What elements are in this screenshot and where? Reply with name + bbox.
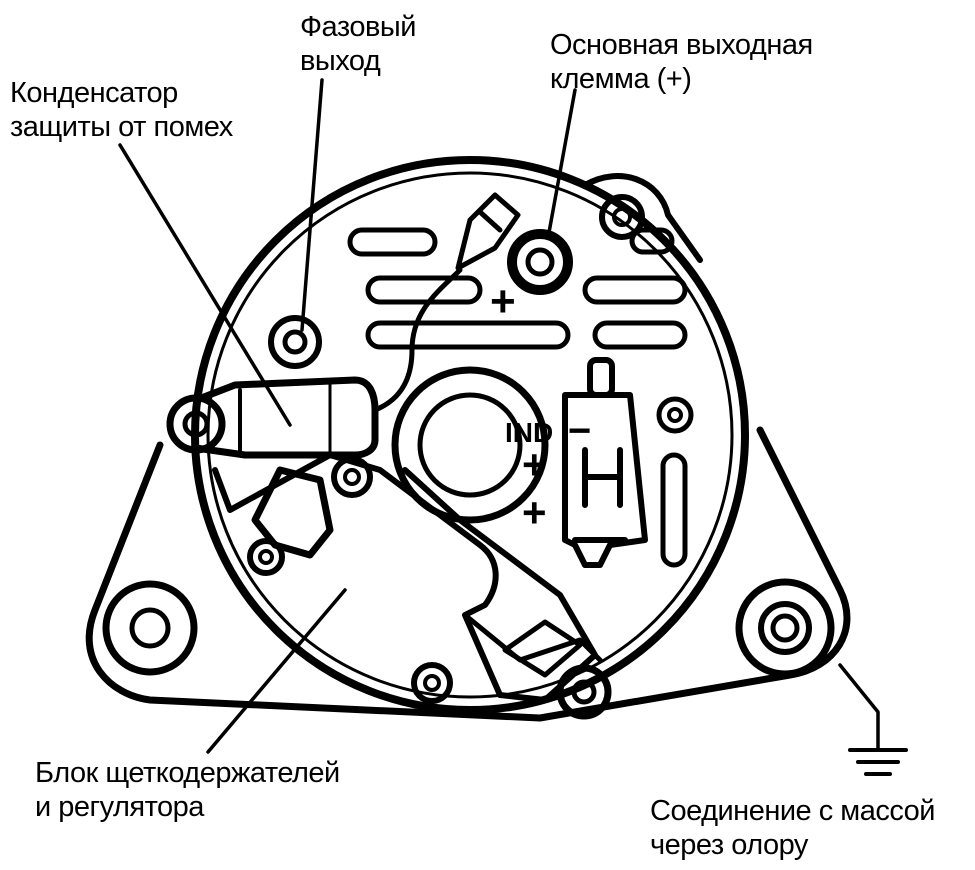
- plus-mark-top: +: [490, 277, 516, 326]
- nut-phase: [268, 315, 322, 369]
- label-brush-block-line1: Блок щеткодержателей: [35, 757, 340, 789]
- label-brush-block: Блок щеткодержателей и регулятора: [35, 756, 340, 824]
- label-ground: Соединение с массой через олору: [650, 794, 936, 862]
- left-ear: [102, 580, 198, 676]
- bearing-boss-outer: [391, 366, 549, 524]
- label-capacitor: Конденсатор защиты от помех: [10, 76, 233, 144]
- leader-phase: [300, 78, 324, 332]
- label-ground-line2: через олору: [650, 829, 808, 861]
- capacitor-lead: [372, 267, 463, 413]
- leader-main-terminal: [546, 88, 577, 240]
- label-capacitor-line1: Конденсатор: [10, 77, 178, 109]
- label-brush-block-line2: и регулятора: [35, 791, 204, 823]
- nut-regulator-left: [247, 538, 285, 576]
- leader-brush: [206, 588, 347, 754]
- bearing-boss-inner: [417, 392, 523, 498]
- minus-mark: −: [568, 409, 591, 453]
- label-phase-output-line1: Фазовый: [300, 11, 416, 43]
- plus-mark-b: +: [522, 489, 547, 536]
- nut-top-right: [599, 194, 645, 240]
- label-main-terminal-line1: Основная выходная: [550, 29, 813, 61]
- upper-lobe-outline: [582, 173, 703, 263]
- ventilation-slots: [347, 227, 688, 568]
- nut-main-terminal: [507, 229, 573, 295]
- leader-capacitor: [118, 143, 292, 427]
- nut-right: [656, 396, 694, 434]
- label-ground-line1: Соединение с массой: [650, 795, 936, 827]
- label-phase-output: Фазовый выход: [300, 10, 416, 78]
- plus-mark-a: +: [522, 441, 547, 488]
- suppression-capacitor: [192, 376, 379, 459]
- leader-lines: [118, 78, 880, 754]
- brush-regulator-block: [212, 452, 603, 703]
- phase-connector: [455, 192, 521, 271]
- nut-bottom: [411, 662, 453, 704]
- ind-mark: IND: [505, 417, 553, 448]
- label-main-terminal-line2: клемма (+): [550, 63, 692, 95]
- mounting-bracket-outline: [85, 426, 851, 722]
- label-main-terminal: Основная выходная клемма (+): [550, 28, 813, 96]
- right-ear: [735, 578, 835, 678]
- housing-inner-circle: [206, 171, 734, 699]
- label-capacitor-line2: защиты от помех: [10, 111, 233, 143]
- ground-symbol: [848, 748, 908, 776]
- leader-ground: [838, 663, 880, 750]
- rectifier-connector: [562, 357, 648, 568]
- label-phase-output-line2: выход: [300, 45, 381, 77]
